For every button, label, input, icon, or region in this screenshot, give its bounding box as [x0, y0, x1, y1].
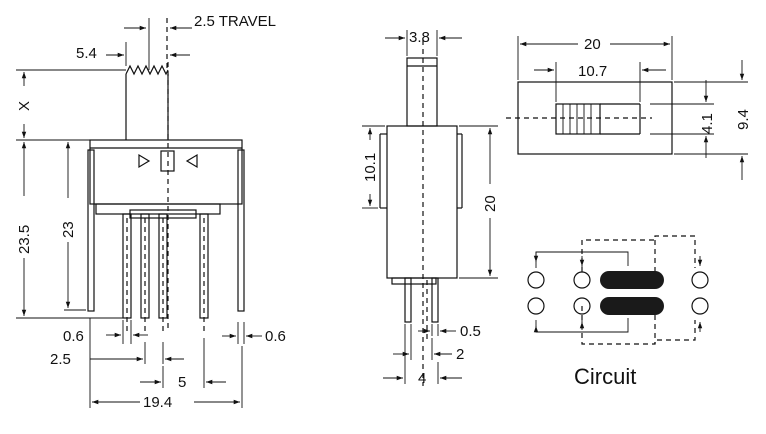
dim-pin-thickness-right: 0.6 — [265, 328, 286, 345]
dim-total-height: 23.5 — [16, 225, 33, 254]
circuit-diagram: Circuit — [527, 235, 709, 389]
travel-label: 2.5 TRAVEL — [194, 13, 276, 30]
side-dim-pin-thickness: 0.5 — [460, 323, 481, 340]
dim-pin-offset: 2.5 — [50, 351, 71, 368]
front-view: 2.5 TRAVEL 5.4 — [16, 13, 286, 411]
contact-1 — [527, 271, 545, 289]
side-dim-lower-height: 10.1 — [362, 153, 379, 182]
dim-total-width: 19.4 — [143, 394, 172, 411]
contact-4 — [527, 297, 545, 315]
dim-actuator-height: X — [16, 101, 33, 111]
top-dim-slot-width: 4.1 — [699, 113, 716, 134]
front-body — [89, 139, 243, 219]
side-dim-body-height: 20 — [482, 195, 499, 212]
contact-3 — [691, 271, 709, 289]
dim-pin-thickness-left: 0.6 — [63, 328, 84, 345]
side-dim-actuator-width: 3.8 — [409, 29, 430, 46]
shorting-bar-top — [600, 271, 664, 289]
top-dim-body-width: 9.4 — [735, 109, 752, 130]
side-dim-pin-gap: 2 — [456, 346, 464, 363]
circuit-label: Circuit — [574, 364, 636, 389]
top-dim-body-length: 20 — [584, 36, 601, 53]
dim-pin-pitch: 5 — [178, 374, 186, 391]
front-actuator — [125, 64, 169, 140]
dim-actuator-width: 5.4 — [76, 45, 97, 62]
contact-5 — [573, 297, 591, 315]
side-dim-pin-span: 4 — [418, 370, 426, 387]
top-view: 20 10.7 4.1 9.4 — [506, 36, 752, 180]
top-dim-slot-length: 10.7 — [578, 63, 607, 80]
shorting-bar-bottom — [600, 297, 664, 315]
side-view: 3.8 10.1 20 0.5 2 4 — [362, 29, 499, 387]
dim-body-height: 23 — [60, 221, 77, 238]
front-pins — [122, 213, 209, 334]
contact-6 — [691, 297, 709, 315]
contact-2 — [573, 271, 591, 289]
